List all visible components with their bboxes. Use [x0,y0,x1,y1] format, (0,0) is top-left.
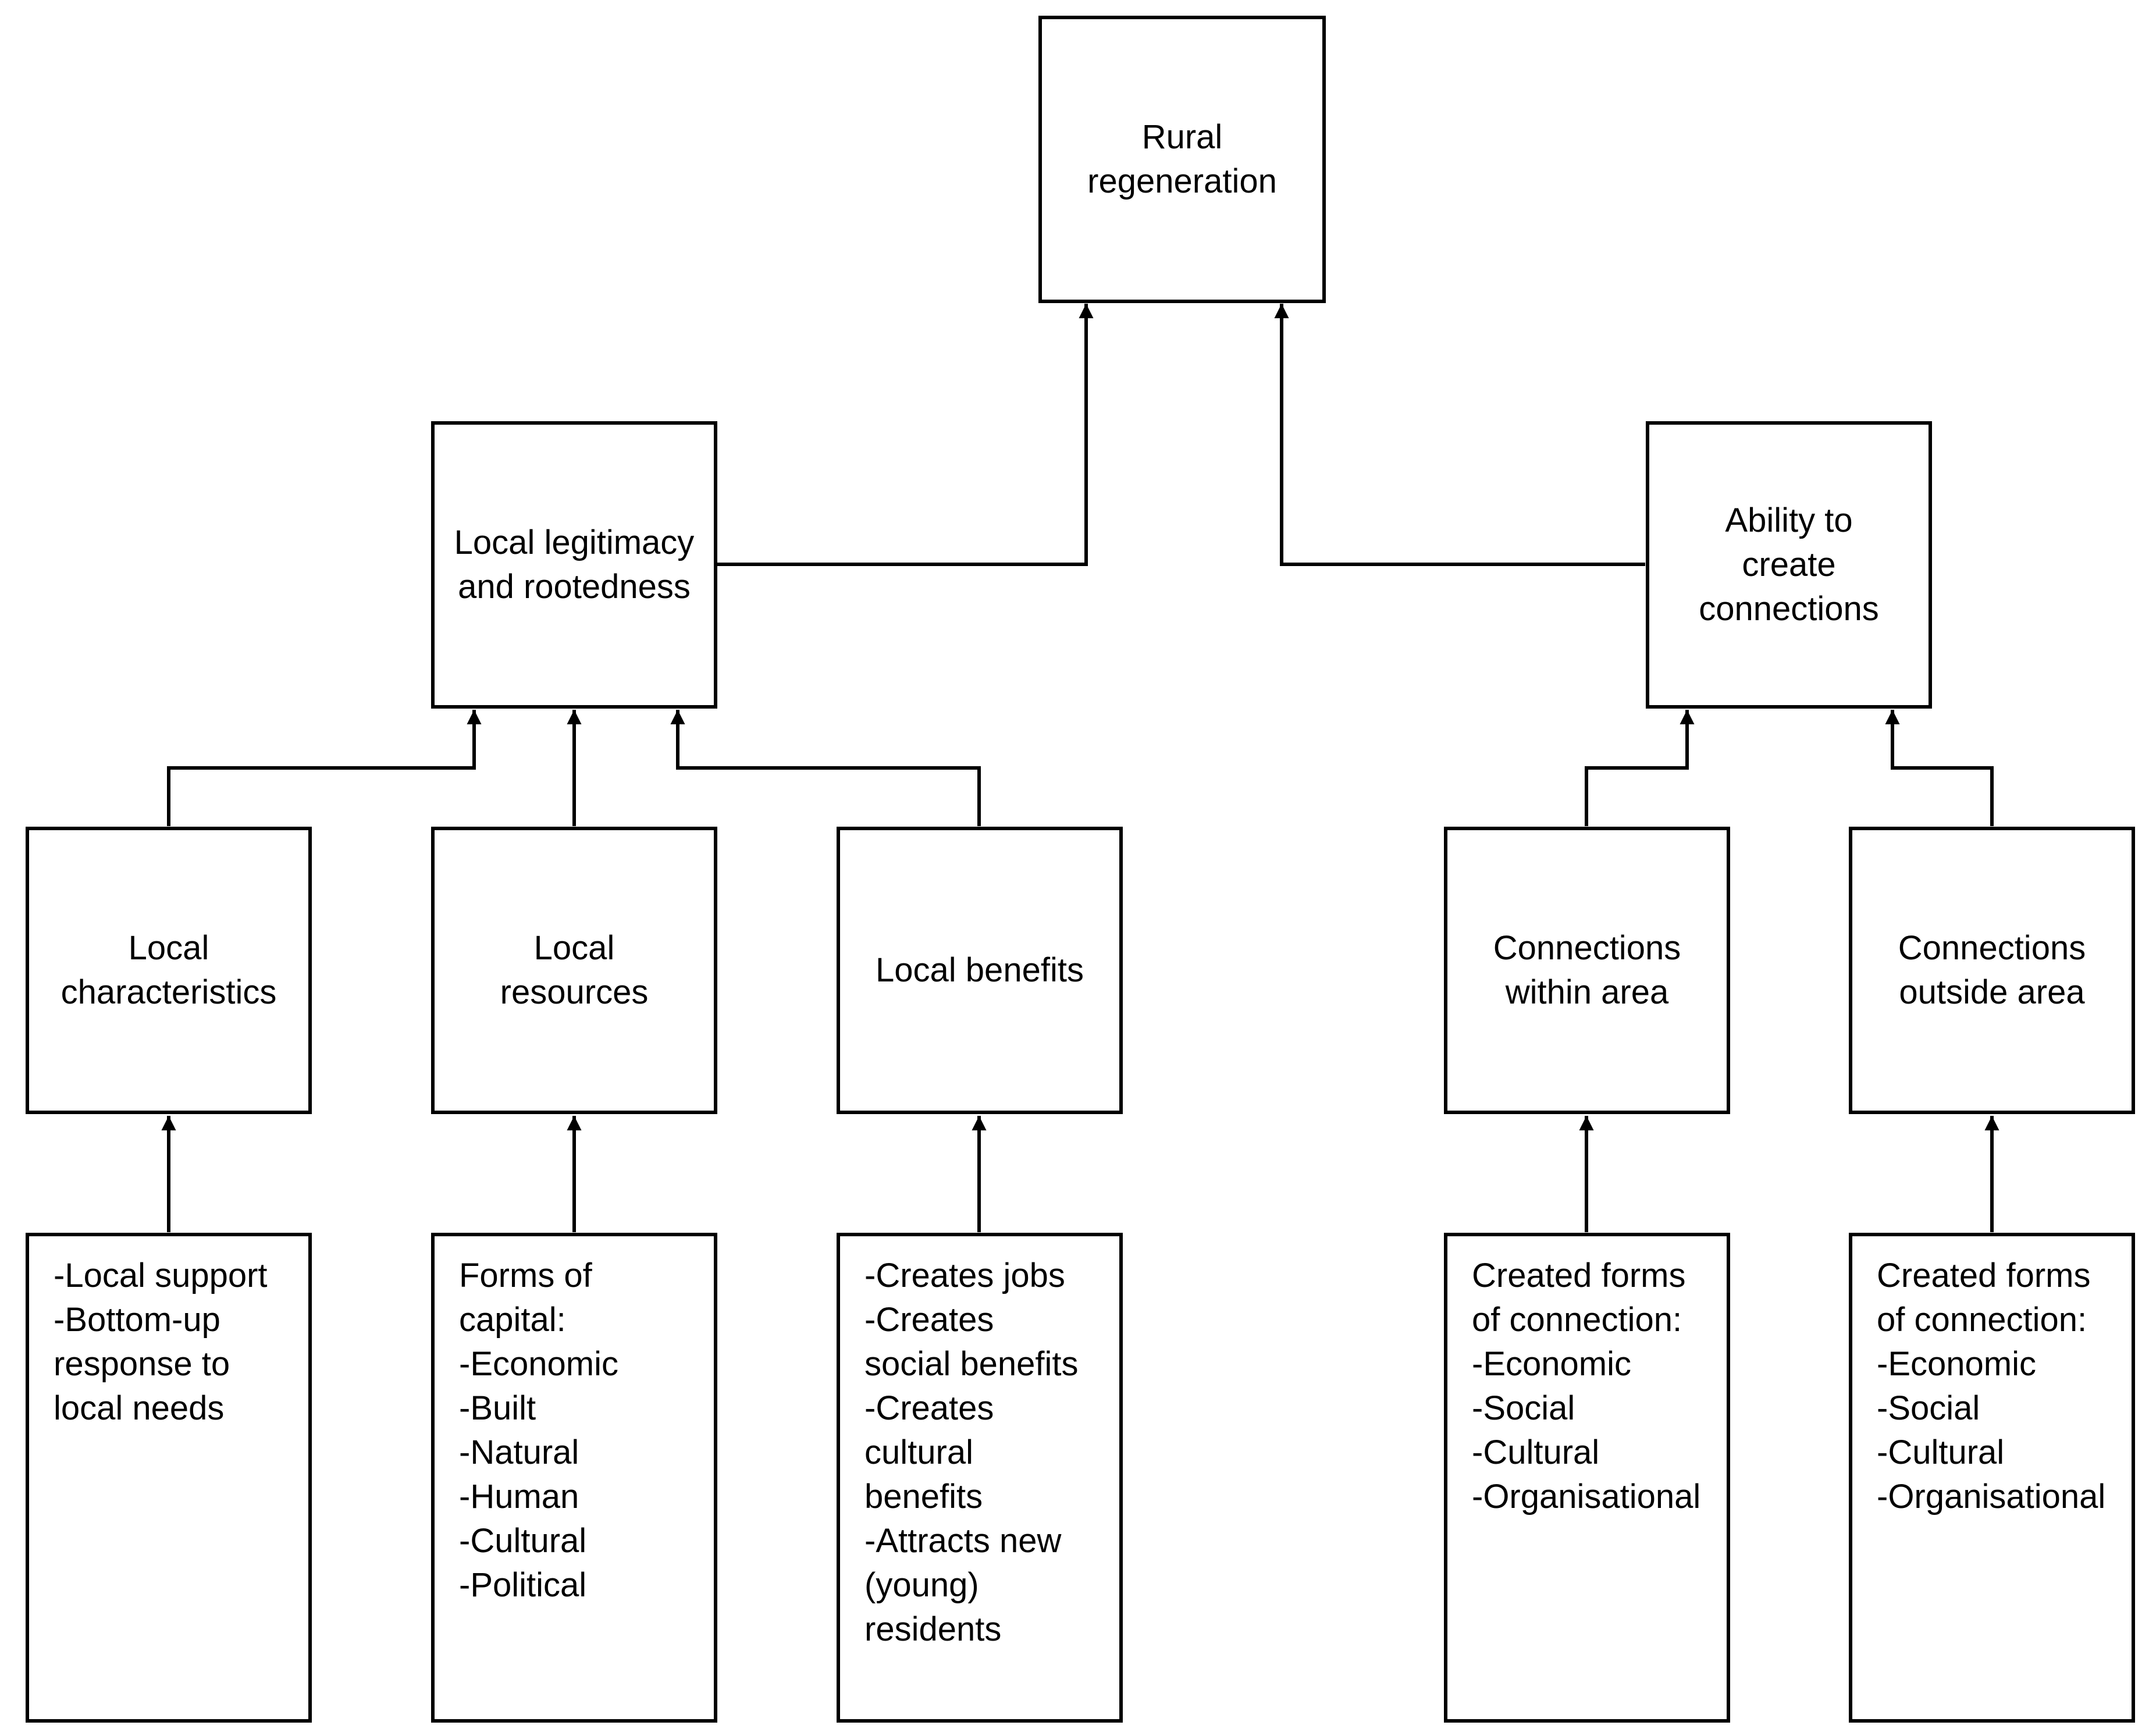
detail-line: local needs [54,1389,225,1427]
arrow-connections-to-root [1274,304,1645,566]
detail-line: cultural [864,1433,973,1471]
detail-line: of connection: [1877,1301,2087,1339]
node-label: Connections outside area [1898,929,2086,1011]
detail-line: -Social [1472,1389,1575,1427]
details-connections-within-area: Created forms of connection: -Economic -… [1444,1233,1730,1723]
node-label: Local resources [500,929,649,1011]
detail-line: -Economic [459,1345,618,1383]
arrow-characteristics-to-legitimacy [167,710,482,826]
node-label: Local legitimacy and rootedness [454,524,695,606]
node-label: Rural regeneration [1087,118,1277,200]
detail-line: capital: [459,1301,566,1339]
details-connections-outside-area: Created forms of connection: -Economic -… [1849,1233,2135,1723]
detail-line: -Human [459,1478,579,1516]
detail-line: -Cultural [1877,1433,2005,1471]
detail-line: -Economic [1877,1345,2036,1383]
detail-line: -Built [459,1389,536,1427]
detail-line: Created forms [1877,1257,2091,1294]
node-local-resources: Local resources [431,827,717,1114]
arrow-legitimacy-to-root [716,304,1094,566]
detail-line: -Creates [864,1301,994,1339]
arrow-outside-to-connections [1885,710,1994,826]
detail-line: Forms of [459,1257,592,1294]
detail-line: (young) [864,1566,979,1604]
detail-line: -Creates jobs [864,1257,1065,1294]
node-local-benefits: Local benefits [837,827,1123,1114]
node-connections-outside-area: Connections outside area [1849,827,2135,1114]
node-label: Ability to create connections [1699,501,1879,628]
detail-line: residents [864,1610,1002,1648]
details-local-benefits: -Creates jobs -Creates social benefits -… [837,1233,1123,1723]
detail-line: response to [54,1345,230,1383]
detail-line: Created forms [1472,1257,1686,1294]
node-label: Local characteristics [61,929,277,1011]
details-local-characteristics: -Local support -Bottom-up response to lo… [26,1233,312,1723]
detail-line: social benefits [864,1345,1079,1383]
node-rural-regeneration: Rural regeneration [1038,16,1326,303]
detail-line: -Cultural [459,1522,587,1560]
detail-line: -Economic [1472,1345,1631,1383]
node-connections-within-area: Connections within area [1444,827,1730,1114]
detail-line: -Organisational [1472,1478,1701,1516]
detail-line: of connection: [1472,1301,1682,1339]
detail-line: -Local support [54,1257,268,1294]
node-label: Local benefits [876,951,1084,989]
detail-line: -Political [459,1566,587,1604]
detail-line: -Natural [459,1433,579,1471]
arrow-benefits-to-legitimacy [670,710,981,826]
detail-line: -Attracts new [864,1522,1062,1560]
detail-line: -Bottom-up [54,1301,220,1339]
detail-line: -Organisational [1877,1478,2106,1516]
details-local-resources: Forms of capital: -Economic -Built -Natu… [431,1233,717,1723]
detail-line: benefits [864,1478,983,1516]
node-local-characteristics: Local characteristics [26,827,312,1114]
node-local-legitimacy: Local legitimacy and rootedness [431,421,717,709]
detail-line: -Creates [864,1389,994,1427]
detail-line: -Cultural [1472,1433,1600,1471]
arrow-within-to-connections [1585,710,1695,826]
node-label: Connections within area [1493,929,1681,1011]
detail-line: -Social [1877,1389,1980,1427]
node-ability-to-create-connections: Ability to create connections [1646,421,1932,709]
